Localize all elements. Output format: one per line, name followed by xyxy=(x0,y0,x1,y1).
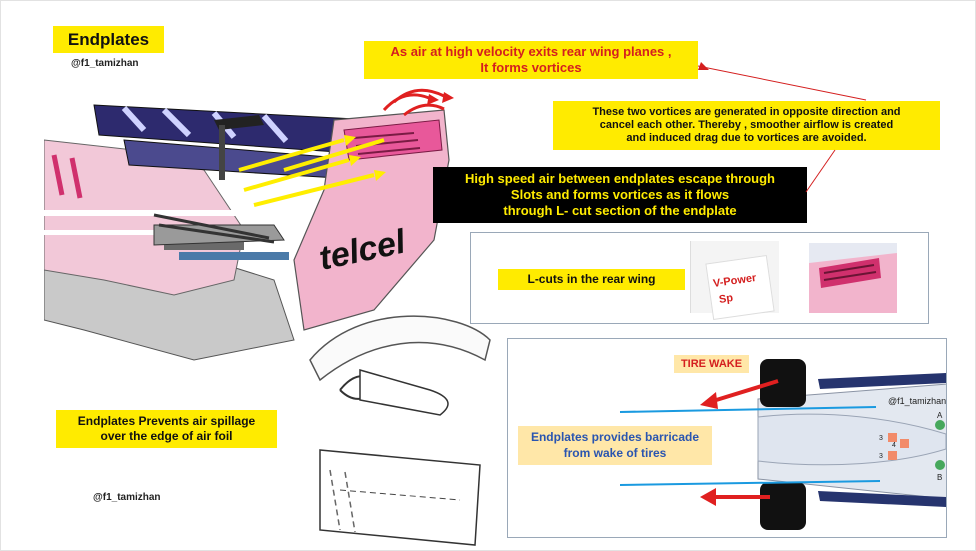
tire-bottom xyxy=(760,482,806,530)
callout-opposite-line2: cancel each other. Thereby , smoother ai… xyxy=(599,119,894,131)
callout-slots-line3: through L- cut section of the endplate xyxy=(503,203,737,218)
boundary-line-top xyxy=(619,406,877,413)
callout-vortices-line1: As air at high velocity exits rear wing … xyxy=(390,44,672,59)
tire-wake-panel: A B 3 4 3 TIRE WAKE @f1_tamizhan Endplat… xyxy=(507,338,947,538)
callout-slots-line1: High speed air between endplates escape … xyxy=(465,171,775,186)
lcuts-photo-sponsor: V-Power Sp xyxy=(690,241,779,321)
airflow-arrow-icon xyxy=(238,138,385,207)
tire-wake-diagram: A B 3 4 3 xyxy=(619,359,946,530)
callout-opposite-line1: These two vortices are generated in oppo… xyxy=(592,106,901,118)
tire-panel-handle: @f1_tamizhan xyxy=(888,396,947,406)
callout-opposite-line3: and induced drag due to vortices are avo… xyxy=(626,132,867,144)
author-handle-top: @f1_tamizhan xyxy=(71,58,139,69)
wake-arrow-icon xyxy=(700,379,779,506)
author-handle-bottom: @f1_tamizhan xyxy=(93,492,161,503)
callout-spillage-line1: Endplates Prevents air spillage xyxy=(77,414,256,428)
marker-b: B xyxy=(937,473,942,482)
tire-top xyxy=(760,359,806,407)
callout-spillage-line2: over the edge of air foil xyxy=(100,429,233,443)
vortex-arrow-icon xyxy=(382,88,445,117)
callout-barricade: Endplates provides barricade from wake o… xyxy=(518,426,712,465)
marker-a: A xyxy=(937,411,943,420)
connector-vortex-to-opposite xyxy=(697,65,867,101)
callout-opposite-vortices: These two vortices are generated in oppo… xyxy=(553,101,940,150)
callout-barricade-line2: from wake of tires xyxy=(563,446,667,460)
lcuts-label: L-cuts in the rear wing xyxy=(498,269,685,290)
lcuts-panel: L-cuts in the rear wing V-Power Sp xyxy=(470,232,929,324)
lcuts-photo-text-2: Sp xyxy=(718,292,734,306)
connector-opposite-to-slots xyxy=(805,149,836,193)
marker-b-dot xyxy=(935,460,945,470)
callout-vortices-line2: It forms vortices xyxy=(480,60,582,75)
marker-a-dot xyxy=(935,420,945,430)
airfoil-sketch xyxy=(309,315,491,546)
tire-wake-label: TIRE WAKE xyxy=(674,355,749,373)
page-title: Endplates xyxy=(53,26,164,53)
marker-3-bottom: 3 xyxy=(879,453,883,460)
boundary-line-bottom xyxy=(619,480,881,486)
marker-4: 4 xyxy=(892,442,896,449)
marker-3-top: 3 xyxy=(879,435,883,442)
callout-slots: High speed air between endplates escape … xyxy=(433,167,807,223)
callout-vortices: As air at high velocity exits rear wing … xyxy=(364,41,698,79)
rear-wing-illustration: telcel xyxy=(44,88,454,361)
lcuts-photo-endplate xyxy=(809,243,897,313)
callout-spillage: Endplates Prevents air spillage over the… xyxy=(56,410,277,448)
callout-barricade-line1: Endplates provides barricade xyxy=(530,430,700,444)
callout-slots-line2: Slots and forms vortices as it flows xyxy=(510,187,730,202)
